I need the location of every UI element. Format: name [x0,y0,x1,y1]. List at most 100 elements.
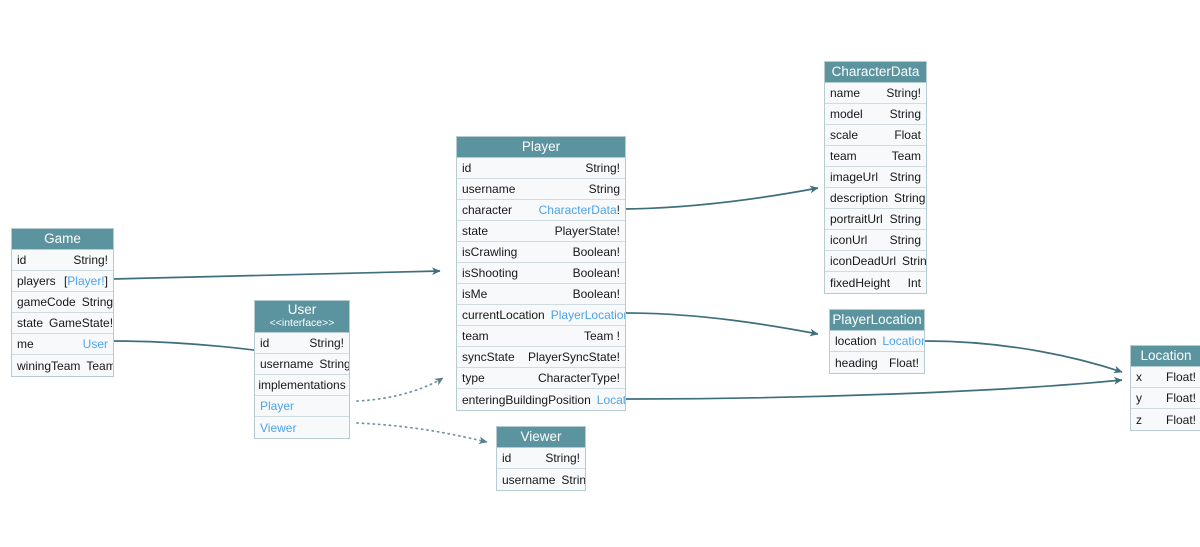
field-viewer-id[interactable]: id String! [497,448,585,469]
field-player-state[interactable]: state PlayerState! [457,221,625,242]
impl-user-viewer[interactable]: Viewer [255,417,349,438]
field-game-winingteam[interactable]: winingTeam Team [12,355,113,376]
field-location-y[interactable]: y Float! [1131,388,1200,409]
field-type: GameState! [49,316,113,330]
field-type: Float! [1165,412,1196,427]
field-name: username [462,182,516,196]
field-name: syncState [462,350,515,364]
entity-viewer[interactable]: Viewer id String! username String [496,426,586,491]
field-characterdata-model[interactable]: model String [825,104,926,125]
field-type: String [561,472,585,487]
field-playerlocation-heading[interactable]: heading Float! [830,352,924,373]
field-type: String [889,107,921,121]
field-name: me [17,337,34,351]
non-null-marker: ! [616,203,620,217]
edge-player-enteringbuildingposition-to-location [624,376,1123,400]
field-characterdata-iconurl[interactable]: iconUrl String [825,230,926,251]
field-player-isme[interactable]: isMe Boolean! [457,284,625,305]
field-name: isShooting [462,266,519,280]
field-name: players [17,274,56,288]
field-characterdata-icondeadurl[interactable]: iconDeadUrl String [825,251,926,272]
field-type: String! [585,161,620,175]
type-link[interactable]: Location! [882,334,924,348]
field-characterdata-name[interactable]: name String! [825,83,926,104]
field-location-z[interactable]: z Float! [1131,409,1200,430]
field-player-username[interactable]: username String [457,179,625,200]
field-characterdata-team[interactable]: team Team [825,146,926,167]
bracket-open: [ [63,274,68,288]
entity-characterdata[interactable]: CharacterData name String! model String … [824,61,927,294]
field-type: PlayerState! [554,224,620,238]
field-game-me[interactable]: me User [12,334,113,355]
field-type: Int [907,275,921,290]
field-player-currentlocation[interactable]: currentLocation PlayerLocation! [457,305,625,326]
edge-player-currentlocation-to-playerlocation [624,312,819,337]
field-game-players[interactable]: players [Player!] [12,271,113,292]
field-name: x [1136,370,1142,384]
field-player-character[interactable]: character CharacterData! [457,200,625,221]
field-type: Boolean! [572,287,620,301]
entity-game-title: Game [12,229,113,250]
field-name: heading [835,355,878,370]
entity-game[interactable]: Game id String! players [Player!] gameCo… [11,228,114,377]
impl-link[interactable]: Player [260,399,295,413]
field-type: Team ! [583,329,620,343]
field-name: isCrawling [462,245,518,259]
edge-playerlocation-location-to-location [924,340,1123,374]
bracket-close: ] [104,274,108,288]
field-name: y [1136,391,1142,405]
field-type: Team [86,358,113,373]
field-type: String! [545,451,580,465]
entity-player-title: Player [457,137,625,158]
entity-playerlocation[interactable]: PlayerLocation location Location! headin… [829,309,925,374]
field-player-isshooting[interactable]: isShooting Boolean! [457,263,625,284]
entity-user-title: User <<interface>> [255,301,349,333]
field-type: String [902,254,926,268]
field-name: model [830,107,863,121]
type-link[interactable]: CharacterData [538,203,617,217]
field-user-implementations-label: implementations [255,375,349,396]
field-characterdata-portraiturl[interactable]: portraitUrl String [825,209,926,230]
field-location-x[interactable]: x Float! [1131,367,1200,388]
field-name: state [462,224,489,238]
field-type: String [588,182,620,196]
field-name: location [835,334,877,348]
entity-location[interactable]: Location x Float! y Float! z Float! [1130,345,1200,431]
field-characterdata-description[interactable]: description String [825,188,926,209]
field-user-id[interactable]: id String! [255,333,349,354]
field-name: id [17,253,27,267]
field-name: gameCode [17,295,76,309]
entity-user[interactable]: User <<interface>> id String! username S… [254,300,350,439]
entity-user-stereotype: <<interface>> [269,317,335,329]
field-type: String! [309,336,344,350]
type-link[interactable]: Player! [67,274,105,288]
field-name: username [260,357,314,371]
field-game-id[interactable]: id String! [12,250,113,271]
field-characterdata-imageurl[interactable]: imageUrl String [825,167,926,188]
field-player-type[interactable]: type CharacterType! [457,368,625,389]
field-characterdata-scale[interactable]: scale Float [825,125,926,146]
type-link[interactable]: PlayerLocation! [550,308,625,322]
field-player-id[interactable]: id String! [457,158,625,179]
type-link[interactable]: Location [596,392,625,407]
field-playerlocation-location[interactable]: location Location! [830,331,924,352]
type-link[interactable]: User [82,337,108,351]
field-player-enteringbuildingposition[interactable]: enteringBuildingPosition Location [457,389,625,410]
field-game-gamecode[interactable]: gameCode String! [12,292,113,313]
field-type: Float [894,128,921,142]
field-characterdata-fixedheight[interactable]: fixedHeight Int [825,272,926,293]
field-player-syncstate[interactable]: syncState PlayerSyncState! [457,347,625,368]
field-name: iconDeadUrl [830,254,897,268]
entity-location-title: Location [1131,346,1200,367]
impl-user-player[interactable]: Player [255,396,349,417]
field-game-state[interactable]: state GameState! [12,313,113,334]
edge-game-players-to-player [112,267,441,280]
impl-link[interactable]: Viewer [260,420,297,435]
field-player-team[interactable]: team Team ! [457,326,625,347]
field-viewer-username[interactable]: username String [497,469,585,490]
entity-viewer-title: Viewer [497,427,585,448]
entity-player[interactable]: Player id String! username String charac… [456,136,626,411]
field-user-username[interactable]: username String [255,354,349,375]
field-player-iscrawling[interactable]: isCrawling Boolean! [457,242,625,263]
